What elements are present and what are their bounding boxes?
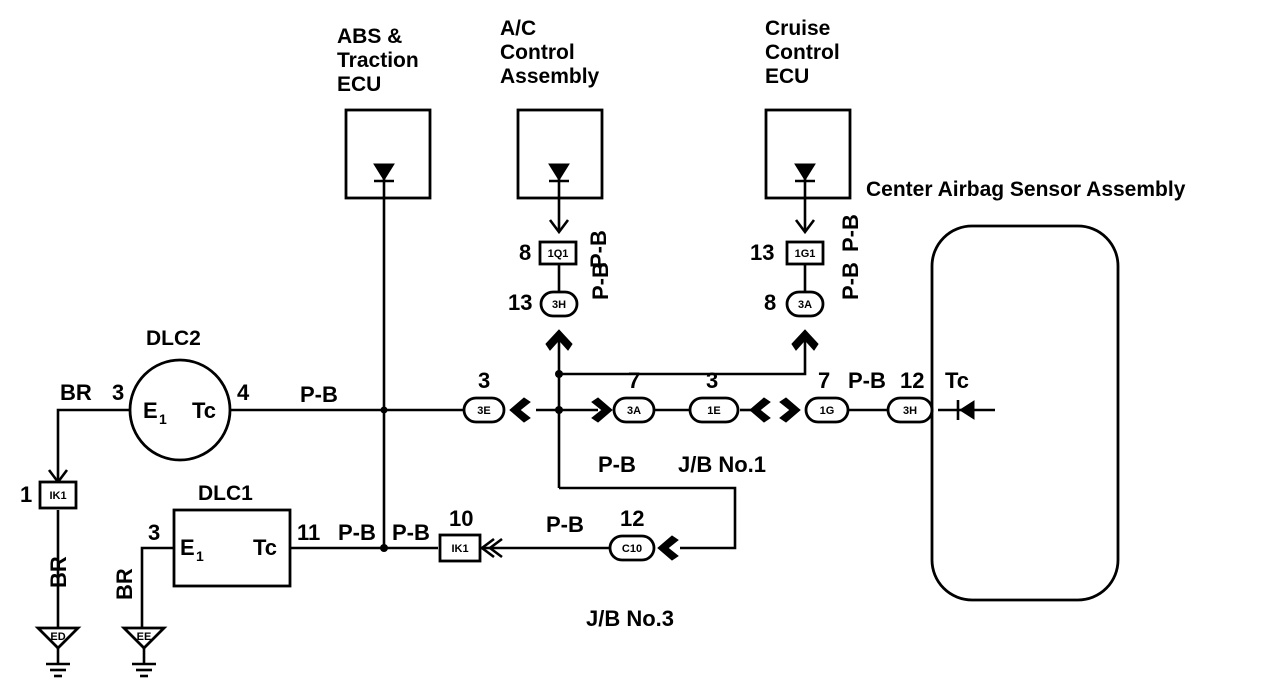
svg-text:1: 1	[159, 411, 167, 427]
connector-3h-airbag: 3H	[886, 396, 934, 424]
connector-3h-ac: 3H	[539, 290, 579, 318]
cruise-ecu-box	[764, 108, 852, 200]
dlc2-label: DLC2	[146, 327, 201, 350]
airbag-sensor-box	[930, 224, 1120, 602]
svg-text:C10: C10	[622, 543, 642, 555]
svg-text:P-B: P-B	[300, 382, 338, 407]
svg-text:1E: 1E	[707, 405, 720, 417]
svg-text:3H: 3H	[903, 405, 917, 417]
svg-text:8: 8	[519, 240, 531, 265]
svg-text:7: 7	[818, 368, 830, 393]
connector-3a: 3A	[612, 396, 656, 424]
connector-1q1: 1Q1	[538, 240, 578, 266]
svg-text:P-B: P-B	[848, 368, 886, 393]
svg-text:3: 3	[706, 368, 718, 393]
svg-text:3A: 3A	[627, 405, 641, 417]
svg-text:3: 3	[148, 520, 160, 545]
ground-ee: EE	[120, 626, 168, 678]
svg-text:P-B: P-B	[838, 262, 863, 300]
connector-ik1-mid: IK1	[438, 533, 482, 563]
airbag-sensor-label: Center Airbag Sensor Assembly	[866, 178, 1186, 201]
svg-text:1Q1: 1Q1	[548, 248, 569, 260]
svg-text:P-B: P-B	[598, 452, 636, 477]
svg-text:3H: 3H	[552, 299, 566, 311]
dlc1-label: DLC1	[198, 482, 253, 505]
connector-c10: C10	[608, 534, 656, 562]
svg-text:P-B: P-B	[588, 262, 613, 300]
abs-ecu-box	[344, 108, 432, 200]
svg-text:3A: 3A	[798, 299, 812, 311]
svg-text:BR: BR	[112, 568, 137, 600]
svg-text:1G1: 1G1	[795, 248, 816, 260]
dlc1-box	[172, 508, 292, 588]
svg-text:IK1: IK1	[49, 490, 66, 502]
svg-text:3: 3	[112, 380, 124, 405]
svg-text:E: E	[180, 535, 195, 560]
svg-text:EE: EE	[137, 631, 152, 643]
connector-1g1: 1G1	[785, 240, 825, 266]
jb-no1-label: J/B No.1	[678, 452, 766, 477]
svg-text:12: 12	[900, 368, 924, 393]
svg-text:3: 3	[478, 368, 490, 393]
connector-ik1-left: IK1	[38, 480, 78, 510]
dlc2-circle	[128, 358, 232, 462]
svg-text:1G: 1G	[820, 405, 835, 417]
svg-text:IK1: IK1	[451, 543, 468, 555]
connector-3e: 3E	[462, 396, 506, 424]
connector-3a-cruise: 3A	[785, 290, 825, 318]
svg-text:E: E	[143, 398, 158, 423]
svg-text:P-B: P-B	[586, 230, 611, 268]
svg-text:8: 8	[764, 290, 776, 315]
svg-text:ED: ED	[50, 631, 65, 643]
svg-text:1: 1	[196, 548, 204, 564]
svg-text:4: 4	[237, 380, 250, 405]
jb-no3-label: J/B No.3	[586, 606, 674, 631]
svg-text:P-B: P-B	[546, 512, 584, 537]
ground-ed: ED	[34, 626, 82, 678]
svg-text:13: 13	[750, 240, 774, 265]
svg-text:BR: BR	[60, 380, 92, 405]
svg-text:11: 11	[297, 520, 320, 545]
svg-text:10: 10	[449, 506, 473, 531]
svg-text:Tc: Tc	[945, 368, 969, 393]
svg-text:P-B: P-B	[392, 520, 430, 545]
connector-1g: 1G	[804, 396, 850, 424]
svg-text:3E: 3E	[477, 405, 490, 417]
connector-1e: 1E	[688, 396, 740, 424]
svg-text:P-B: P-B	[338, 520, 376, 545]
svg-text:7: 7	[628, 368, 640, 393]
svg-text:1: 1	[20, 482, 32, 507]
svg-text:Tc: Tc	[192, 398, 216, 423]
svg-text:P-B: P-B	[838, 214, 863, 252]
svg-text:12: 12	[620, 506, 644, 531]
svg-text:Tc: Tc	[253, 535, 277, 560]
svg-text:13: 13	[508, 290, 532, 315]
svg-text:BR: BR	[46, 556, 71, 588]
